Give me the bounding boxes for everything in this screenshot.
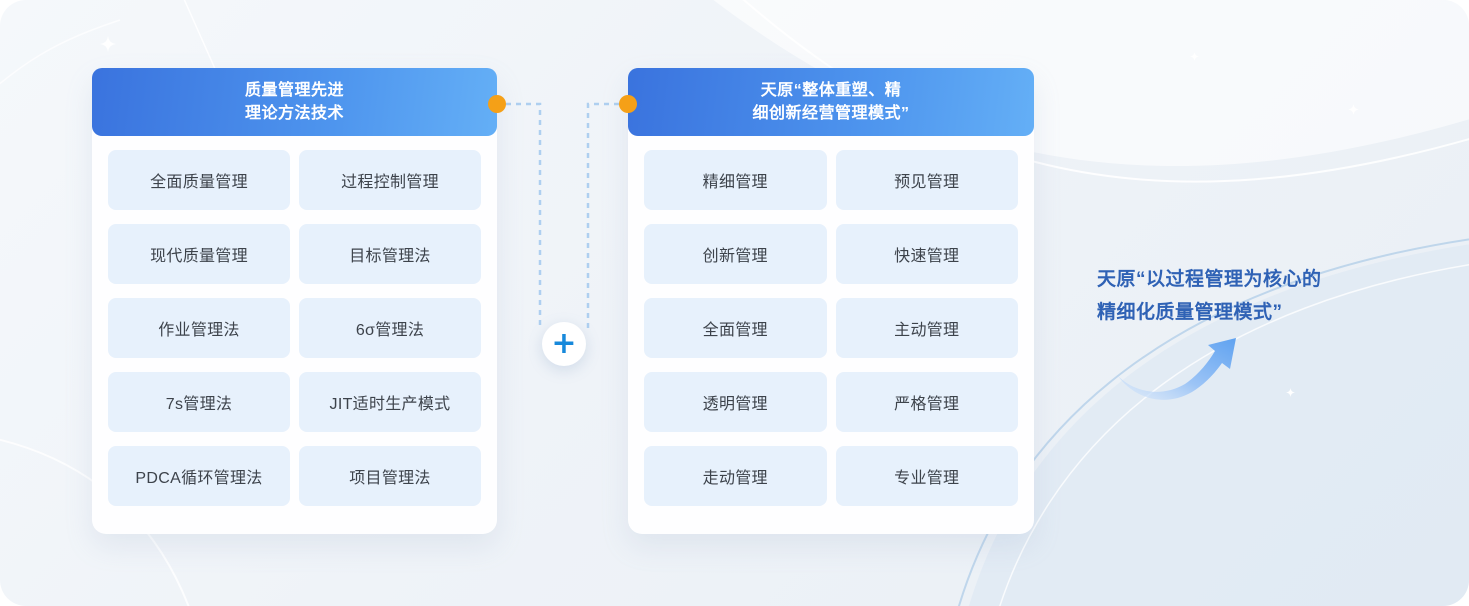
list-item: 全面质量管理 xyxy=(108,150,290,210)
list-item: 现代质量管理 xyxy=(108,224,290,284)
list-item: 专业管理 xyxy=(835,446,1018,506)
list-item: 精细管理 xyxy=(644,150,827,210)
plus-symbol: + xyxy=(551,326,577,361)
list-item: 项目管理法 xyxy=(299,446,481,506)
list-item: PDCA循环管理法 xyxy=(108,446,290,506)
management-model-panel-header: 天原“整体重塑、精 细创新经营管理模式” xyxy=(628,68,1034,136)
list-item: 作业管理法 xyxy=(108,298,290,358)
panel-header-line: 质量管理先进 xyxy=(244,82,344,99)
list-item: 创新管理 xyxy=(644,224,827,284)
management-model-panel: 天原“整体重塑、精 细创新经营管理模式” 精细管理 预见管理 创新管理 快速管理… xyxy=(628,68,1034,534)
list-item: 过程控制管理 xyxy=(299,150,481,210)
list-item: 严格管理 xyxy=(835,372,1018,432)
list-item: 走动管理 xyxy=(644,446,827,506)
panel-header-line: 细创新经营管理模式” xyxy=(752,105,910,122)
result-annotation-line: 精细化质量管理模式” xyxy=(1097,302,1283,323)
list-item: 7s管理法 xyxy=(108,372,290,432)
connector-dot-left xyxy=(488,95,506,113)
result-annotation-line: 天原“以过程管理为核心的 xyxy=(1097,269,1322,290)
sparkle-icon xyxy=(1190,52,1199,61)
list-item: 预见管理 xyxy=(835,150,1018,210)
theory-methods-panel-header: 质量管理先进 理论方法技术 xyxy=(92,68,497,136)
panel-header-line: 天原“整体重塑、精 xyxy=(760,82,902,99)
panel-header-line: 理论方法技术 xyxy=(244,105,344,122)
sparkle-icon xyxy=(1348,104,1359,115)
theory-methods-item-grid: 全面质量管理 过程控制管理 现代质量管理 目标管理法 作业管理法 6σ管理法 7… xyxy=(108,150,481,506)
sparkle-icon xyxy=(1286,388,1295,397)
theory-methods-panel: 质量管理先进 理论方法技术 全面质量管理 过程控制管理 现代质量管理 目标管理法… xyxy=(92,68,497,534)
list-item: 主动管理 xyxy=(835,298,1018,358)
connector-dot-right xyxy=(619,95,637,113)
upward-arrow-icon xyxy=(1114,334,1250,415)
result-annotation: 天原“以过程管理为核心的 精细化质量管理模式” xyxy=(1097,263,1357,329)
list-item: 快速管理 xyxy=(835,224,1018,284)
sparkle-icon xyxy=(100,36,116,52)
list-item: 透明管理 xyxy=(644,372,827,432)
plus-icon: + xyxy=(542,322,586,366)
management-model-item-grid: 精细管理 预见管理 创新管理 快速管理 全面管理 主动管理 透明管理 严格管理 … xyxy=(644,150,1018,506)
list-item: 目标管理法 xyxy=(299,224,481,284)
list-item: 全面管理 xyxy=(644,298,827,358)
list-item: 6σ管理法 xyxy=(299,298,481,358)
list-item: JIT适时生产模式 xyxy=(299,372,481,432)
